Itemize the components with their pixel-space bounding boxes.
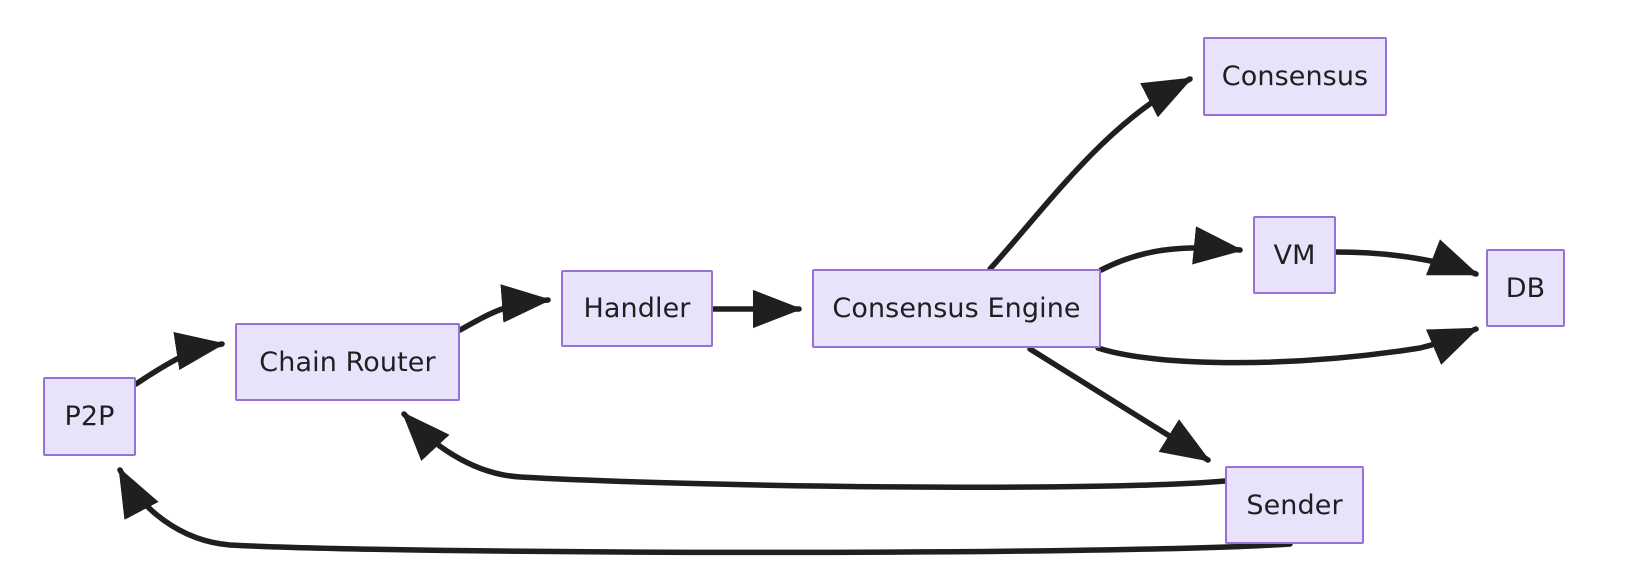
edge-consensus-engine-to-consensus <box>987 76 1193 272</box>
edge-vm-to-db <box>1333 239 1480 277</box>
node-handler-label: Handler <box>583 293 691 324</box>
edge-chain-router-to-handler <box>457 284 552 333</box>
node-chain-router[interactable]: Chain Router <box>235 323 460 401</box>
edge-p2p-to-chain-router <box>133 332 226 387</box>
node-p2p-label: P2P <box>64 401 115 432</box>
node-vm-label: VM <box>1273 239 1316 271</box>
node-db[interactable]: DB <box>1486 249 1565 327</box>
node-db-label: DB <box>1505 272 1546 304</box>
edge-sender-to-p2p <box>117 467 1293 556</box>
edge-consensus-engine-to-sender <box>1027 346 1211 463</box>
node-consensus[interactable]: Consensus <box>1203 37 1387 116</box>
node-consensus-label: Consensus <box>1221 61 1369 92</box>
node-chain-router-label: Chain Router <box>259 346 436 378</box>
node-consensus-engine[interactable]: Consensus Engine <box>812 269 1101 348</box>
node-p2p[interactable]: P2P <box>43 377 136 456</box>
node-vm[interactable]: VM <box>1253 216 1336 294</box>
edge-sender-to-chain-router <box>401 411 1228 490</box>
edge-consensus-engine-to-vm <box>1098 226 1244 273</box>
node-sender[interactable]: Sender <box>1225 466 1364 544</box>
edge-consensus-engine-to-db <box>1095 326 1480 366</box>
node-handler[interactable]: Handler <box>561 270 713 347</box>
node-sender-label: Sender <box>1246 489 1343 521</box>
node-consensus-engine-label: Consensus Engine <box>832 293 1081 324</box>
